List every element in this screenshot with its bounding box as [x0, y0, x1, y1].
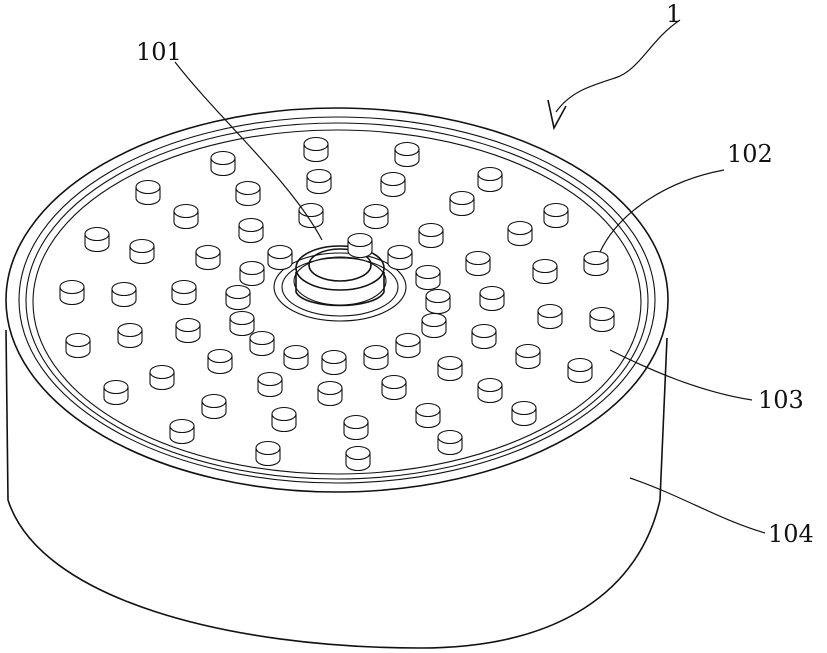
- protrusion-pin: [210, 150, 236, 177]
- protrusion-pin: [589, 306, 615, 333]
- leader-lines: [174, 19, 766, 534]
- protrusion-pin: [149, 364, 175, 391]
- protrusion-pin: [387, 244, 413, 271]
- protrusion-pin: [477, 377, 503, 404]
- leader-101: [174, 61, 323, 241]
- protrusion-pin: [225, 284, 251, 311]
- protrusion-pin: [345, 445, 371, 472]
- protrusion-pin: [515, 343, 541, 370]
- protrusion-pin: [421, 312, 447, 339]
- protrusion-pin: [201, 393, 227, 420]
- protrusion-pin: [449, 190, 475, 217]
- protrusion-pin: [117, 322, 143, 349]
- protrusion-pin: [583, 250, 609, 277]
- protrusion-pin: [238, 217, 264, 244]
- plate-edge: [32, 129, 642, 475]
- protrusion-pin: [298, 202, 324, 229]
- protrusion-pin: [465, 250, 491, 277]
- leader-102: [599, 169, 725, 253]
- protrusion-pin: [283, 344, 309, 371]
- plate-surface: [32, 129, 642, 475]
- protrusion-pin: [255, 440, 281, 467]
- protrusion-pin: [171, 279, 197, 306]
- protrusion-pin: [317, 380, 343, 407]
- protrusion-pin: [65, 332, 91, 359]
- leader-103: [609, 349, 753, 401]
- housing-wall-outline: [5, 329, 668, 649]
- label-102: 102: [727, 140, 773, 168]
- housing-rim-inner-2: [25, 122, 649, 480]
- protrusion-pin: [135, 179, 161, 206]
- boss-wall: [295, 272, 385, 307]
- boss-top-outer: [295, 245, 385, 291]
- protrusion-pin: [173, 203, 199, 230]
- housing-rim-outer: [5, 107, 669, 493]
- protrusion-pin: [111, 281, 137, 308]
- leader-104: [629, 477, 766, 534]
- protrusion-pin: [415, 264, 441, 291]
- boss-ring-inner: [281, 257, 399, 317]
- protrusion-pin: [479, 285, 505, 312]
- protrusion-pin: [471, 323, 497, 350]
- label-104: 104: [768, 520, 814, 548]
- protrusion-pin: [511, 400, 537, 427]
- protrusion-pin: [380, 171, 406, 198]
- protrusion-pin: [394, 141, 420, 168]
- boss-top-inner: [308, 248, 372, 282]
- protrusion-pin: [207, 348, 233, 375]
- housing-rim-inner: [18, 116, 656, 484]
- protrusion-pin: [477, 166, 503, 193]
- protrusion-pin: [347, 232, 373, 259]
- protrusion-pin: [195, 244, 221, 271]
- protrusion-pin: [103, 379, 129, 406]
- protrusion-array: [59, 136, 615, 472]
- protrusion-pin: [395, 332, 421, 359]
- protrusion-pin: [267, 244, 293, 271]
- protrusion-pin: [537, 303, 563, 330]
- protrusion-pin: [303, 136, 329, 163]
- protrusion-pin: [249, 330, 275, 357]
- label-103: 103: [758, 386, 804, 414]
- protrusion-pin: [418, 222, 444, 249]
- protrusion-pin: [129, 238, 155, 265]
- protrusion-pin: [343, 414, 369, 441]
- protrusion-pin: [257, 371, 283, 398]
- protrusion-pin: [169, 418, 195, 445]
- protrusion-pin: [235, 180, 261, 207]
- housing-body: [5, 107, 669, 649]
- boss-ring-outer: [273, 252, 407, 322]
- protrusion-pin: [306, 168, 332, 195]
- protrusion-pin: [437, 355, 463, 382]
- protrusion-pin: [229, 310, 255, 337]
- arrow-head-1: [547, 99, 567, 131]
- protrusion-pin: [271, 406, 297, 433]
- protrusion-pin: [532, 258, 558, 285]
- protrusion-pin: [425, 288, 451, 315]
- protrusion-pin: [415, 402, 441, 429]
- arrow-shaft-1: [555, 19, 681, 113]
- protrusion-pin: [363, 344, 389, 371]
- label-1: 1: [666, 0, 681, 28]
- protrusion-pin: [543, 202, 569, 229]
- protrusion-pin: [507, 220, 533, 247]
- protrusion-pin: [363, 203, 389, 230]
- protrusion-pin: [381, 374, 407, 401]
- protrusion-pin: [59, 279, 85, 306]
- protrusion-pin: [437, 429, 463, 456]
- protrusion-pin: [175, 317, 201, 344]
- protrusion-pin: [84, 226, 110, 253]
- label-101: 101: [136, 38, 182, 66]
- protrusion-pin: [567, 357, 593, 384]
- protrusion-pin: [321, 349, 347, 376]
- center-boss: [273, 245, 407, 322]
- protrusion-pin: [239, 260, 265, 287]
